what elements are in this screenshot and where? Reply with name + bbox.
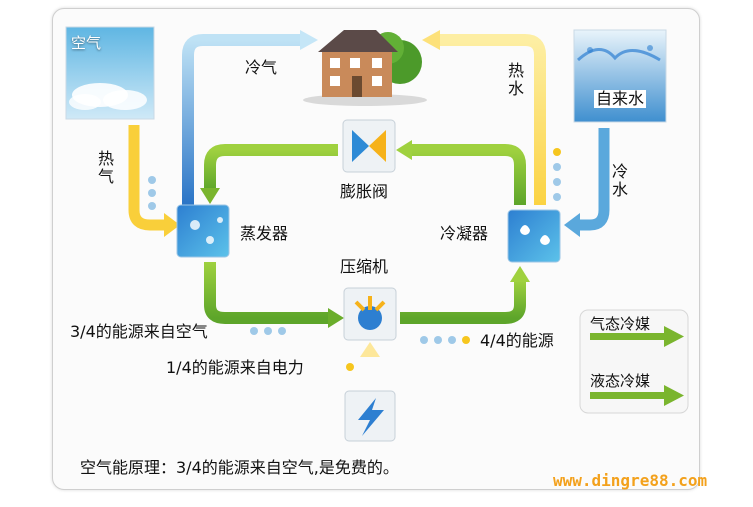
hot-water-label: 热水 [507, 61, 524, 98]
hot-air-pipe [128, 125, 180, 237]
house-icon [303, 30, 427, 106]
energy-from-electric-label: 1/4的能源来自电力 [166, 358, 304, 377]
legend-liquid-label: 液态冷媒 [590, 372, 651, 390]
principle-caption: 空气能原理：3/4的能源来自空气,是免费的。 [80, 458, 399, 477]
gas-refrigerant-loop [204, 262, 530, 328]
air-label: 空气 [71, 34, 102, 52]
evaporator-icon [176, 204, 230, 258]
cold-air-pipe [182, 30, 318, 205]
watermark: www.dingre88.com [553, 471, 708, 490]
evaporator-label: 蒸发器 [240, 224, 289, 243]
liquid-refrigerant-loop [200, 140, 526, 205]
hot-water-pipe [422, 30, 546, 205]
compressor-icon [343, 287, 397, 341]
legend [579, 309, 689, 414]
electricity-icon [344, 390, 396, 442]
cold-air-label: 冷气 [245, 58, 278, 77]
condenser-icon [507, 209, 561, 263]
energy-from-air-label: 3/4的能源来自空气 [70, 322, 208, 341]
compressor-label: 压缩机 [340, 257, 389, 276]
cold-water-pipe [564, 128, 610, 237]
electric-power-pipe [360, 342, 380, 388]
hot-air-label: 热气 [97, 149, 114, 186]
expansion-valve-icon [342, 119, 396, 173]
flow-dots [148, 148, 561, 371]
cold-water-label: 冷水 [611, 162, 628, 199]
condenser-label: 冷凝器 [440, 224, 489, 243]
tap-water-icon [573, 29, 667, 123]
air-sky-icon [65, 26, 155, 120]
legend-gas-label: 气态冷媒 [590, 315, 651, 333]
expansion-valve-label: 膨胀阀 [340, 182, 389, 201]
tap-water-label: 自来水 [594, 89, 647, 108]
energy-total-label: 4/4的能源 [480, 331, 554, 350]
